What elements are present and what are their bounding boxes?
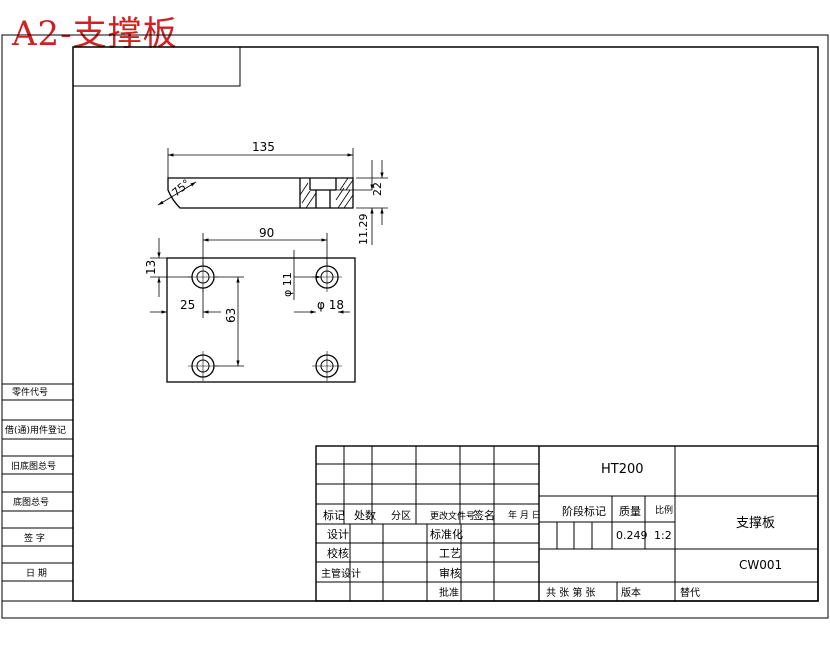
- front-view: [166, 257, 356, 383]
- hole-bottom-right: [312, 351, 342, 381]
- side-label-part-code: 零件代号: [12, 386, 48, 398]
- dim-hole-dia-small: φ 11: [281, 272, 294, 297]
- top-view-dim-lines: [157, 148, 388, 245]
- side-label-table: [2, 383, 73, 602]
- tb-review: 审核: [439, 566, 461, 580]
- tb-approve: 批准: [439, 586, 459, 599]
- side-label-base-drawing: 底图总号: [13, 496, 49, 508]
- tb-count: 处数: [354, 509, 376, 522]
- dim-edge-x: 25: [180, 298, 195, 312]
- top-view-hatching: [299, 177, 354, 209]
- dim-hole-spacing-x: 90: [259, 226, 274, 240]
- drawing-number: CW001: [739, 558, 782, 572]
- tb-standard: 标准化: [430, 527, 463, 541]
- tb-mark: 标记: [323, 508, 345, 522]
- tb-change-doc: 更改文件号: [430, 510, 475, 522]
- dim-total-length: 135: [252, 140, 275, 154]
- side-label-signature: 签 字: [24, 532, 45, 544]
- tb-check: 校核: [327, 546, 349, 560]
- tb-version: 版本: [621, 586, 641, 599]
- tb-sheets: 共 张 第 张: [546, 586, 596, 599]
- tb-process: 工艺: [439, 547, 461, 560]
- side-label-date: 日 期: [26, 568, 47, 579]
- tb-mass: 质量: [619, 505, 641, 518]
- mass-value: 0.249: [616, 529, 648, 542]
- tb-zone: 分区: [391, 510, 411, 522]
- tb-ymd: 年 月 日: [508, 509, 541, 521]
- hole-bottom-left: [188, 351, 218, 381]
- dim-hole-spacing-y: 63: [224, 308, 238, 323]
- scale-value: 1:2: [654, 529, 672, 542]
- dim-counterbore-depth: 11.29: [357, 214, 370, 246]
- material-label: HT200: [601, 462, 644, 477]
- tb-scale: 比例: [655, 504, 673, 516]
- drawing-borders: [1, 34, 829, 619]
- hole-top-left: [188, 262, 218, 292]
- tb-design: 设计: [327, 528, 349, 541]
- dim-hole-dia-large: φ 18: [317, 298, 344, 312]
- tb-sign: 签名: [473, 508, 495, 522]
- part-name: 支撑板: [736, 516, 775, 531]
- tb-replace: 替代: [680, 586, 700, 599]
- front-view-dim-lines: [150, 233, 350, 367]
- dim-edge-y: 13: [144, 260, 158, 275]
- side-label-borrowed: 借(通)用件登记: [5, 424, 66, 436]
- title-block-grid: [315, 445, 819, 602]
- dim-thickness: 22: [371, 182, 384, 196]
- tb-chief: 主管设计: [321, 567, 361, 580]
- tb-stage: 阶段标记: [562, 504, 606, 518]
- side-label-old-drawing: 旧底图总号: [11, 460, 56, 472]
